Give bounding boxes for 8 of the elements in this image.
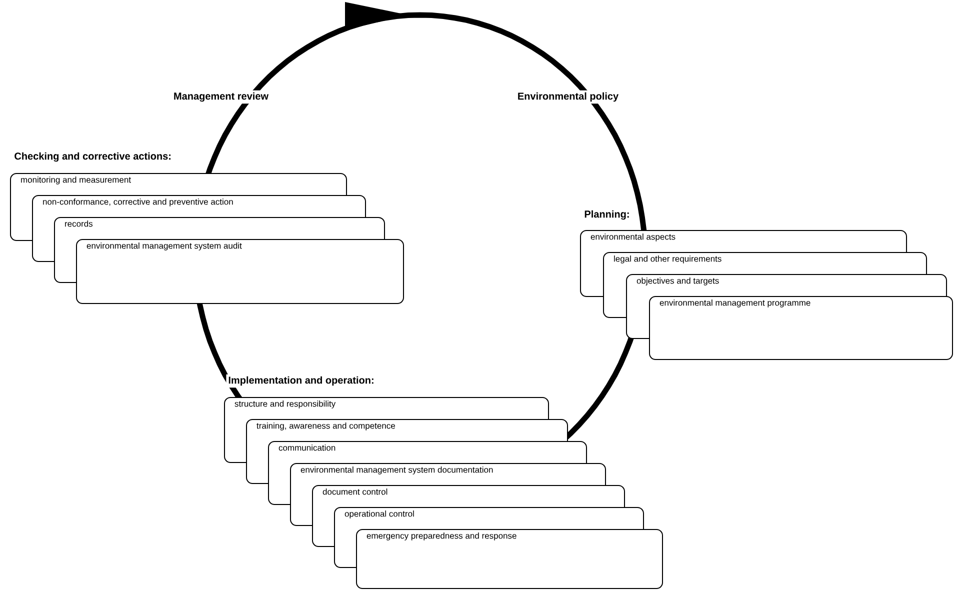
card: environmental management programme [649,296,953,360]
card: emergency preparedness and response [356,529,663,589]
heading: Planning: [582,208,632,222]
heading: Management review [171,90,271,104]
heading: Checking and corrective actions: [12,150,174,164]
heading: Environmental policy [515,90,621,104]
heading: Implementation and operation: [226,374,376,388]
card: environmental management system audit [76,239,404,304]
